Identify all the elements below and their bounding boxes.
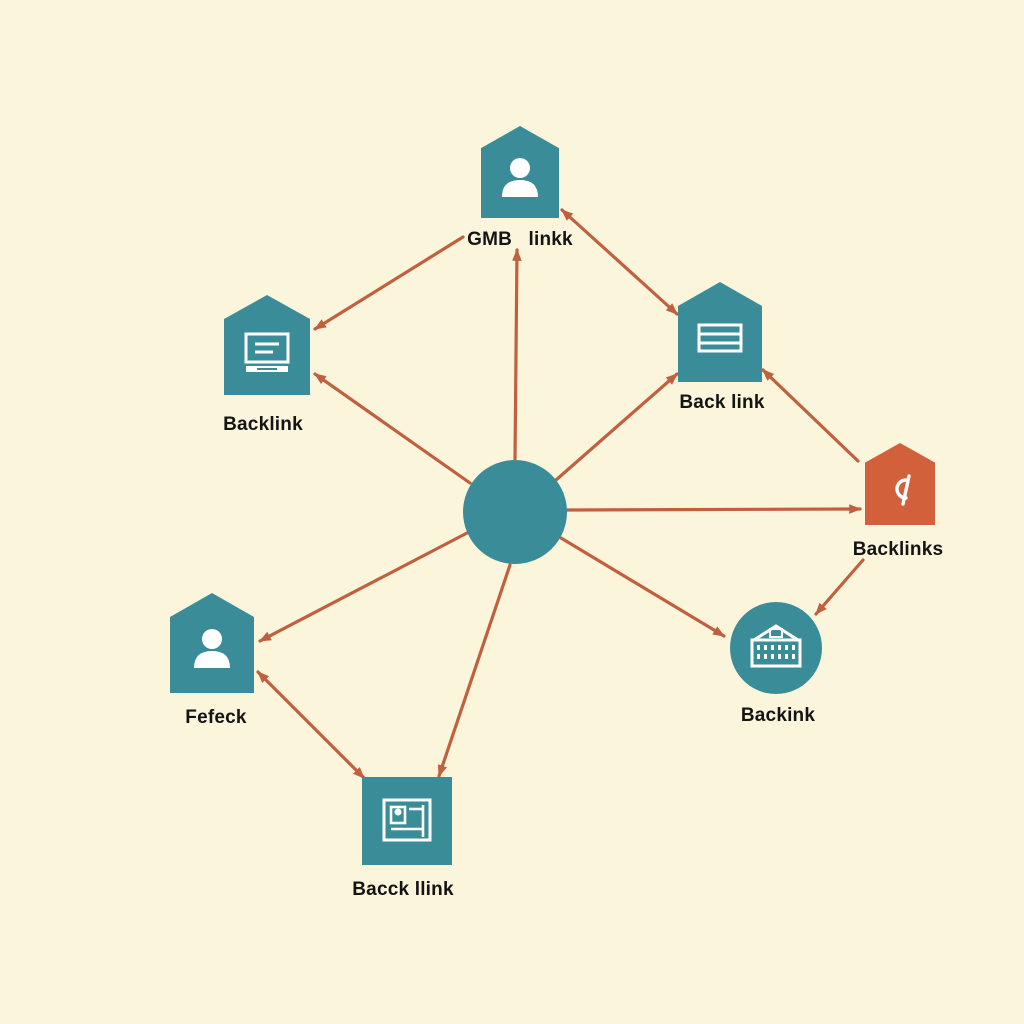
arrow-lower-left-to-bottom — [256, 670, 366, 780]
link-glyph-icon — [895, 474, 911, 506]
node-upper-left-label: Backlink — [223, 414, 303, 435]
node-lower-right-label: Backink — [741, 705, 816, 726]
connections — [256, 208, 865, 780]
document-icon — [697, 323, 743, 353]
node-upper-right-shape — [678, 282, 762, 382]
node-lower-right[interactable]: Backink — [730, 602, 822, 726]
node-top[interactable]: GMB linkk — [467, 126, 573, 250]
arrow-hub-to-upper-right — [554, 372, 679, 482]
node-upper-left[interactable]: Backlink — [223, 295, 310, 435]
arrow-hub-to-top — [512, 248, 522, 461]
node-right-label: Backlinks — [853, 539, 944, 560]
node-lower-left[interactable]: Fefeck — [170, 593, 254, 728]
arrow-top-to-upper-right — [560, 208, 679, 316]
arrow-hub-to-bottom — [437, 563, 512, 778]
node-bottom-label: Bacck llink — [352, 879, 454, 900]
node-bottom[interactable]: Bacck llink — [352, 777, 454, 900]
node-lower-right-shape — [730, 602, 822, 694]
arrow-hub-to-upper-left — [313, 372, 472, 485]
person-icon — [194, 629, 230, 668]
central-hub[interactable] — [463, 460, 567, 564]
arrow-top-to-upper-left — [313, 235, 465, 331]
person-icon — [502, 158, 538, 197]
node-top-label: GMB linkk — [467, 229, 573, 250]
arrow-right-to-lower-right — [814, 558, 865, 616]
monitor-icon — [244, 332, 290, 372]
node-right[interactable]: Backlinks — [853, 443, 944, 560]
id-card-icon — [382, 798, 432, 842]
arrow-right-to-upper-right — [761, 368, 860, 463]
node-bottom-shape — [362, 777, 452, 865]
arrow-hub-to-lower-right — [559, 536, 726, 638]
node-lower-left-label: Fefeck — [185, 707, 247, 728]
arrow-hub-to-right — [565, 504, 862, 514]
node-upper-right-label: Back link — [679, 392, 764, 413]
building-icon — [750, 624, 802, 668]
node-upper-right[interactable]: Back link — [678, 282, 765, 413]
arrow-hub-to-lower-left — [258, 531, 469, 643]
